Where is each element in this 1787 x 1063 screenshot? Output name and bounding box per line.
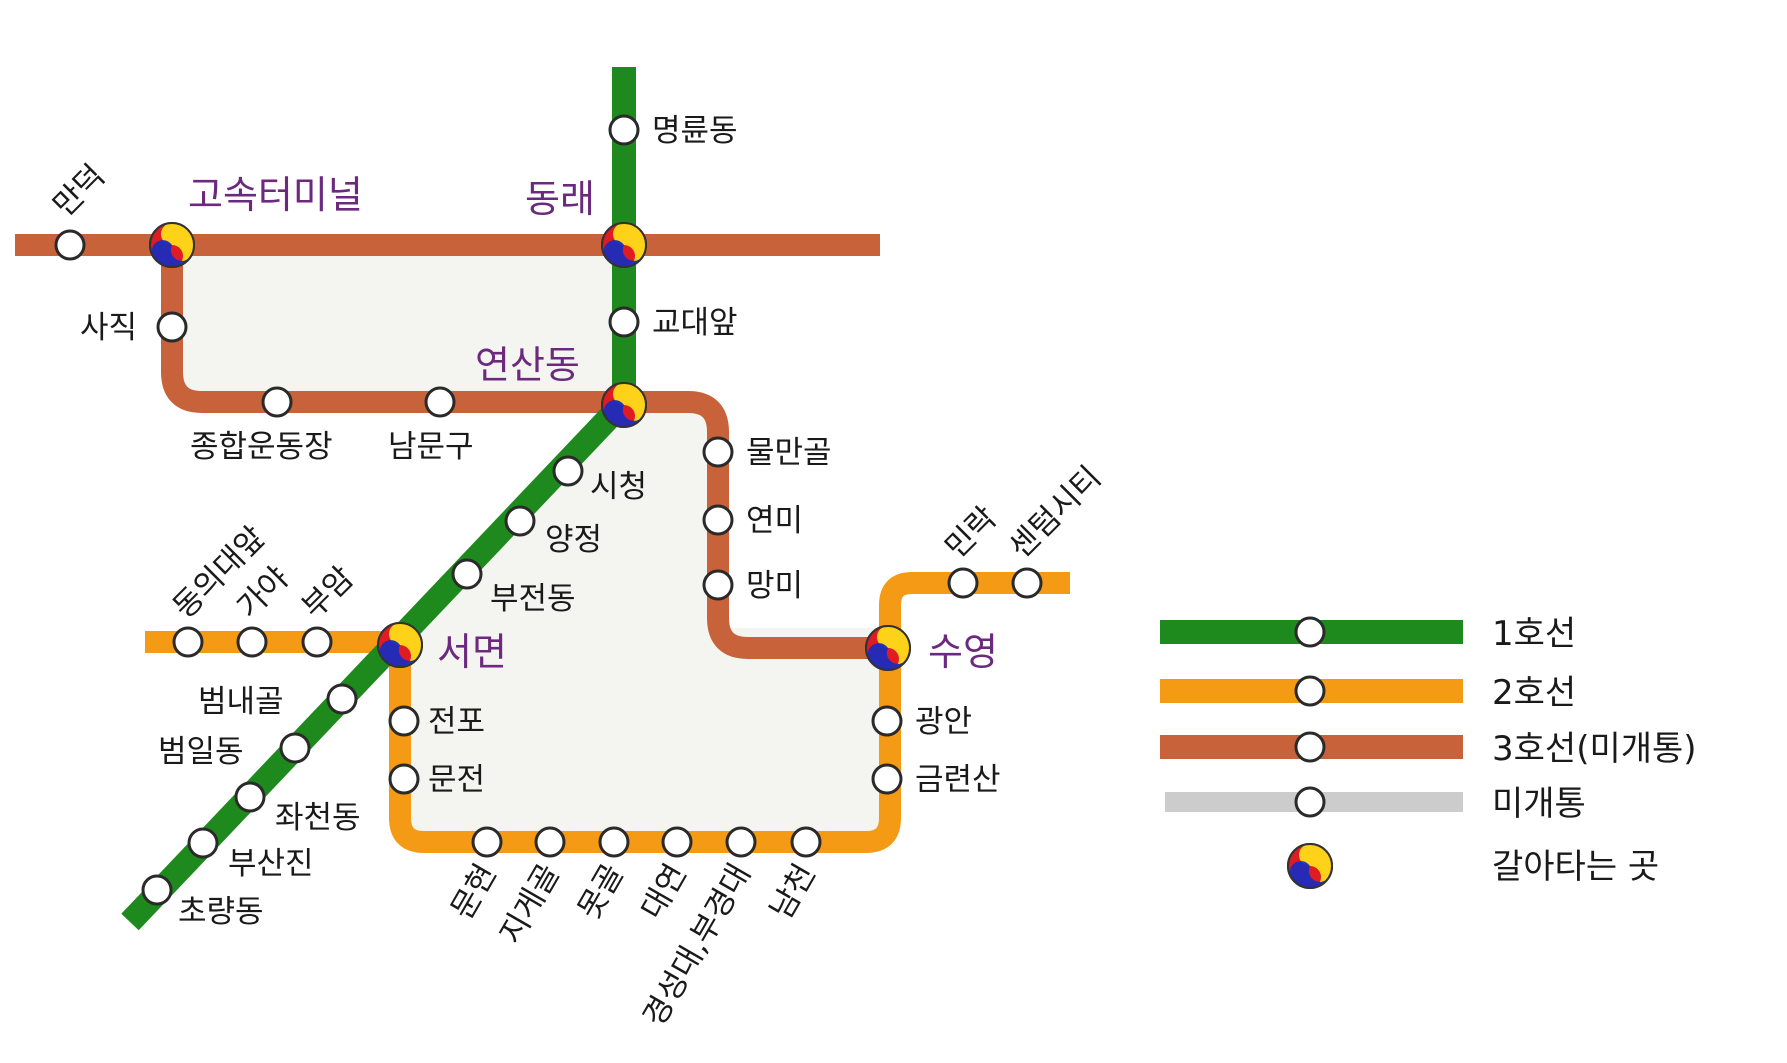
label-sicheong: 시청 — [590, 469, 647, 505]
label-namgu: 남문구 — [388, 429, 474, 465]
station-busanjin[interactable] — [187, 827, 219, 859]
station-mandeok[interactable] — [54, 229, 86, 261]
legend-line1: 1호선 — [1160, 614, 1576, 654]
legend-transfer-icon — [1287, 843, 1333, 889]
label-seomyeon: 서면 — [437, 630, 507, 674]
legend-unopened: 미개통 — [1165, 784, 1586, 824]
legend-line1-station-icon — [1294, 616, 1326, 648]
station-beomnaegol[interactable] — [326, 683, 358, 715]
label-suyeong: 수영 — [928, 630, 998, 674]
legend-unopened-station-icon — [1294, 786, 1326, 818]
station-namcheon[interactable] — [790, 826, 822, 858]
station-yeonmi[interactable] — [702, 504, 734, 536]
label-jonghap: 종합운동장 — [190, 429, 333, 465]
legend-transfer-label: 갈아타는 곳 — [1492, 847, 1659, 887]
label-busanjin: 부산진 — [228, 846, 314, 882]
station-sajik[interactable] — [156, 311, 188, 343]
label-gyodae: 교대앞 — [652, 305, 738, 341]
station-dongeui[interactable] — [172, 626, 204, 658]
central-area — [170, 238, 890, 838]
legend-line3-station-icon — [1294, 731, 1326, 763]
transfer-labels: 고속터미널 동래 연산동 서면 수영 — [188, 173, 998, 674]
legend-line3: 3호선(미개통) — [1160, 729, 1697, 769]
station-gyodae[interactable] — [608, 306, 640, 338]
station-motgol[interactable] — [598, 826, 630, 858]
station-jwacheon[interactable] — [234, 781, 266, 813]
station-munhyeon[interactable] — [471, 826, 503, 858]
label-bujeon: 부전동 — [490, 581, 576, 617]
label-myeongnyun: 명륜동 — [652, 113, 738, 149]
station-bujeon[interactable] — [451, 558, 483, 590]
label-jeonpo: 전포 — [428, 704, 485, 740]
label-jwacheon: 좌천동 — [275, 800, 361, 836]
transfer-icon-suyeong[interactable] — [865, 625, 911, 671]
station-mulmangol[interactable] — [702, 436, 734, 468]
label-yeonmi: 연미 — [746, 503, 803, 539]
station-choryang[interactable] — [141, 874, 173, 906]
station-minrak[interactable] — [947, 567, 979, 599]
legend-line2-station-icon — [1294, 675, 1326, 707]
label-choryang: 초량동 — [178, 894, 264, 930]
station-kyungsung[interactable] — [725, 826, 757, 858]
station-geumnyeonsan[interactable] — [871, 763, 903, 795]
station-namgu[interactable] — [424, 386, 456, 418]
label-namcheon: 남천 — [763, 858, 823, 925]
station-bueam[interactable] — [301, 626, 333, 658]
label-jigegol: 지게골 — [493, 858, 567, 950]
station-jeonpo[interactable] — [388, 705, 420, 737]
station-mangmi[interactable] — [702, 569, 734, 601]
label-yangjeong: 양정 — [545, 522, 602, 558]
transfer-icon-gosok[interactable] — [149, 222, 195, 268]
legend-line3-label: 3호선(미개통) — [1492, 729, 1697, 769]
label-motgol: 못골 — [571, 858, 631, 925]
station-munjeon[interactable] — [388, 763, 420, 795]
legend: 1호선 2호선 3호선(미개통) 미개통 갈아타는 곳 — [1160, 614, 1697, 889]
label-beomil: 범일동 — [158, 734, 244, 770]
label-gwangan: 광안 — [915, 704, 972, 740]
label-minrak: 민락 — [938, 500, 1004, 566]
station-sicheong[interactable] — [552, 455, 584, 487]
station-centum[interactable] — [1011, 567, 1043, 599]
label-dongnae: 동래 — [525, 177, 595, 221]
station-daeyeon[interactable] — [661, 826, 693, 858]
transfer-icon-dongnae[interactable] — [601, 222, 647, 268]
station-jonghap[interactable] — [261, 386, 293, 418]
legend-unopened-label: 미개통 — [1492, 784, 1586, 824]
station-myeongnyun[interactable] — [608, 114, 640, 146]
label-centum: 센텀시티 — [1002, 460, 1108, 566]
label-mandeok: 만덕 — [46, 158, 112, 224]
legend-line2: 2호선 — [1160, 673, 1576, 713]
label-daeyeon: 대연 — [634, 858, 694, 925]
label-yeonsan: 연산동 — [475, 343, 580, 387]
station-gaya[interactable] — [236, 626, 268, 658]
legend-transfer: 갈아타는 곳 — [1287, 843, 1659, 889]
label-munjeon: 문전 — [428, 762, 485, 798]
transfer-icon-seomyeon[interactable] — [377, 622, 423, 668]
station-beomil[interactable] — [279, 732, 311, 764]
station-gwangan[interactable] — [871, 705, 903, 737]
label-bueam: 부암 — [295, 560, 361, 626]
label-sajik: 사직 — [80, 310, 137, 346]
station-yangjeong[interactable] — [504, 505, 536, 537]
legend-line2-label: 2호선 — [1492, 673, 1576, 713]
label-munhyeon: 문현 — [444, 858, 504, 925]
label-mulmangol: 물만골 — [746, 435, 832, 471]
transfer-icon-yeonsan[interactable] — [601, 382, 647, 428]
label-beomnaegol: 범내골 — [198, 684, 284, 720]
label-mangmi: 망미 — [746, 568, 803, 604]
label-geumnyeonsan: 금련산 — [915, 762, 1001, 798]
station-markers — [54, 114, 1043, 906]
station-jigegol[interactable] — [534, 826, 566, 858]
label-gosok: 고속터미널 — [188, 173, 363, 217]
legend-line1-label: 1호선 — [1492, 614, 1576, 654]
